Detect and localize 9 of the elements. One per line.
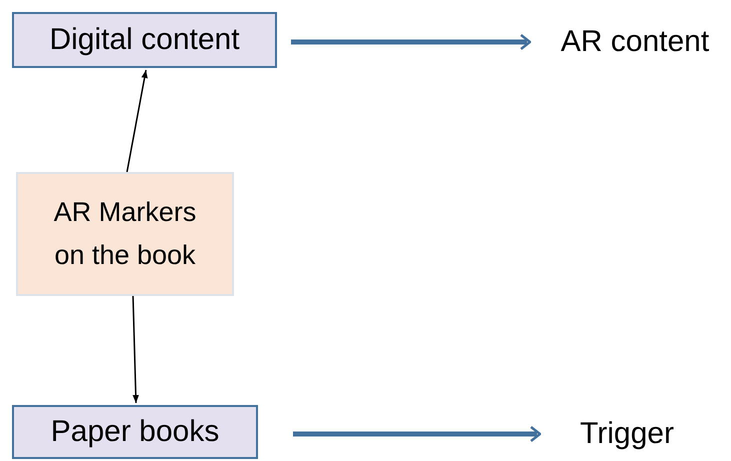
arrow — [126, 70, 148, 172]
process-box: Digital content — [12, 12, 277, 68]
arrow — [132, 296, 139, 404]
process-box: Paper books — [12, 405, 258, 459]
node-label: AR content — [560, 25, 710, 59]
node-label: Trigger — [580, 417, 674, 451]
marker-box: AR Markers on the book — [16, 172, 234, 296]
arrow — [293, 426, 542, 442]
arrow — [291, 34, 532, 50]
